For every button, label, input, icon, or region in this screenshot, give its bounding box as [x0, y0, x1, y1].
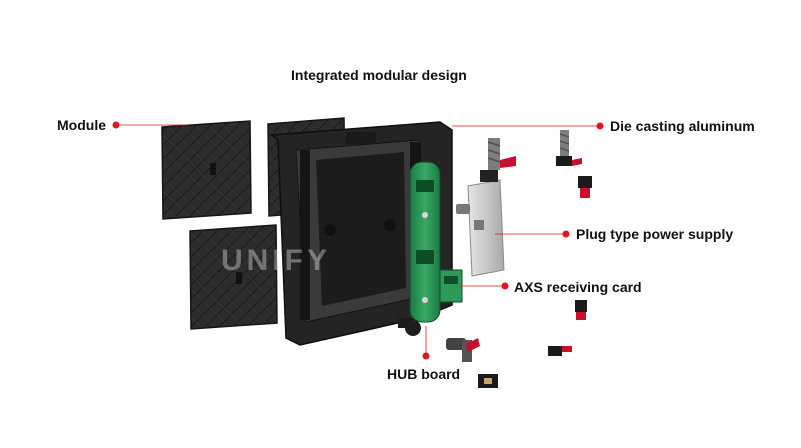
hub-board — [409, 161, 441, 323]
callout-receiving-card — [460, 282, 509, 290]
module-panel-bottom — [189, 224, 278, 330]
label-hub-board: HUB board — [387, 366, 461, 382]
label-die-casting: Die casting aluminum — [610, 118, 755, 134]
screw-right-top — [556, 130, 582, 166]
callout-die-casting — [452, 122, 604, 130]
nut-bottom — [478, 374, 498, 388]
callout-hub-board — [422, 326, 430, 360]
label-power-supply: Plug type power supply — [576, 226, 734, 242]
label-receiving-card: AXS receiving card — [514, 279, 642, 295]
screw-top — [487, 138, 516, 170]
callout-module — [112, 121, 188, 129]
callout-power-supply — [495, 230, 570, 238]
label-module: Module — [57, 117, 106, 133]
clip-right-middle — [575, 300, 587, 320]
clip-right-bottom — [548, 346, 572, 356]
diagram-title: Integrated modular design — [291, 67, 467, 83]
clip-right-top — [578, 176, 592, 198]
power-supply — [456, 170, 505, 277]
watermark: UNIFY — [221, 244, 331, 277]
knob-bottom — [398, 318, 421, 336]
die-cast-frame — [270, 121, 453, 346]
receiving-card — [439, 269, 463, 303]
connector-bottom — [446, 338, 480, 362]
module-panel-top — [161, 120, 252, 220]
